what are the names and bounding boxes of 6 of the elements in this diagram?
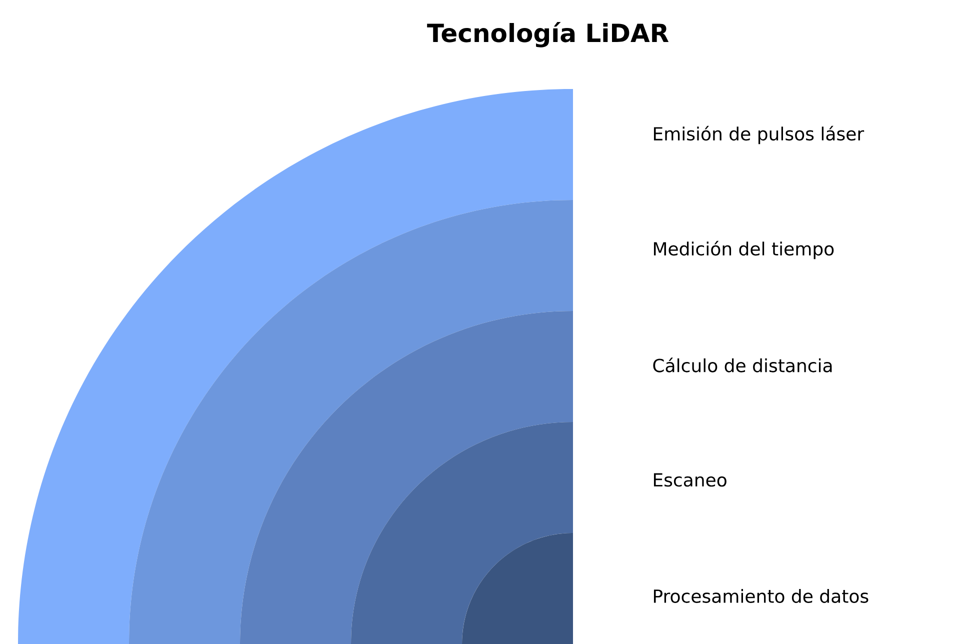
band-label: Escaneo — [654, 473, 726, 487]
band-label: Procesamiento de datos — [654, 589, 868, 603]
title: Tecnología LiDAR — [427, 22, 669, 48]
band-label: Cálculo de distancia — [653, 358, 832, 372]
band-label: Medición del tiempo — [654, 240, 834, 260]
band-label: Emisión de pulsos láser — [654, 126, 864, 144]
